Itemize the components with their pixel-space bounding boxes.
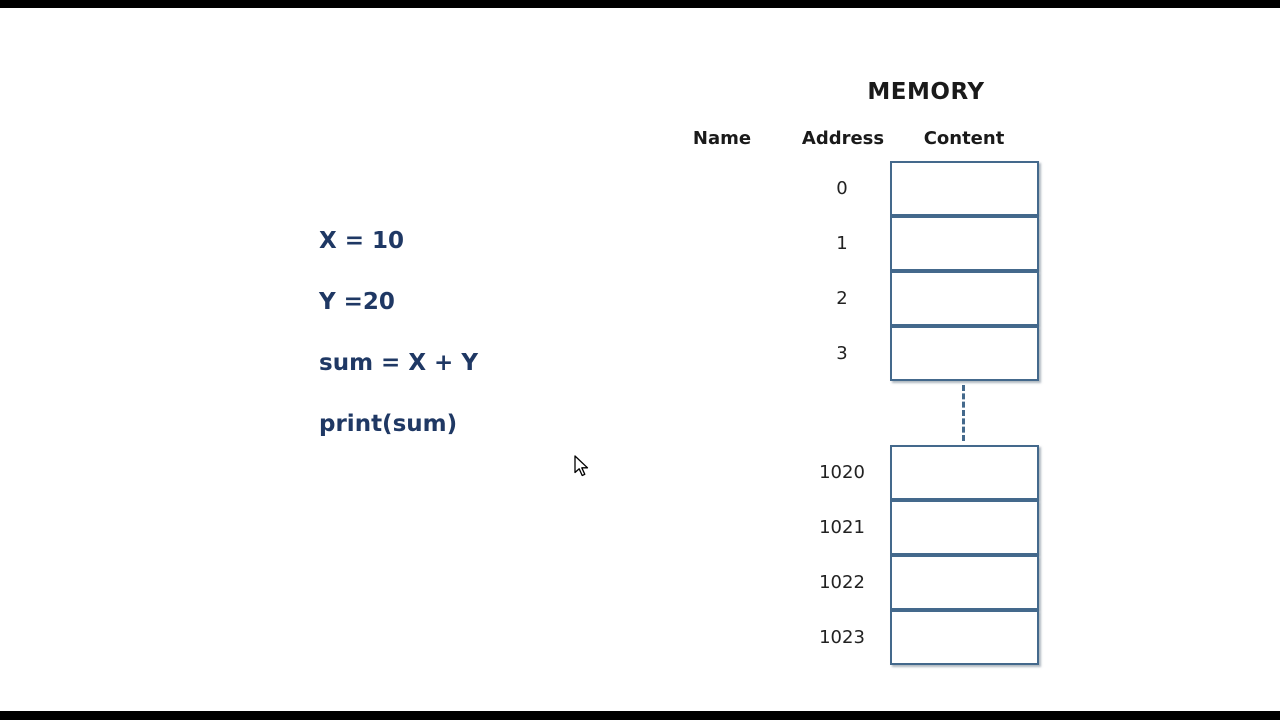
memory-rows-bottom: 1020 1021 1022 1023 [800,445,1045,665]
column-header-address: Address [801,128,885,149]
memory-cell [890,271,1039,326]
address-label: 2 [836,288,848,309]
address-label: 1 [836,233,848,254]
letterbox-top [0,0,1280,8]
memory-cell [890,161,1039,216]
address-label: 1021 [819,517,865,538]
address-label: 1022 [819,572,865,593]
memory-title: MEMORY [867,79,985,105]
memory-row: 2 [800,271,1045,326]
mouse-cursor-icon [574,455,592,479]
memory-row: 0 [800,161,1045,216]
memory-cell [890,610,1039,665]
memory-cell [890,500,1039,555]
memory-cell [890,445,1039,500]
memory-rows-top: 0 1 2 3 [800,161,1045,381]
memory-row: 1021 [800,500,1045,555]
memory-row: 1022 [800,555,1045,610]
memory-gap-dashed-line [962,385,965,441]
memory-cell [890,216,1039,271]
address-label: 3 [836,343,848,364]
memory-column-headers: Name Address Content [0,128,1280,150]
address-label: 0 [836,178,848,199]
code-line-x-assignment: X = 10 [319,228,405,254]
letterbox-bottom [0,711,1280,720]
memory-row: 3 [800,326,1045,381]
memory-row: 1023 [800,610,1045,665]
column-header-content: Content [923,128,1005,149]
column-header-name: Name [692,128,752,149]
address-label: 1020 [819,462,865,483]
code-block: X = 10 Y =20 sum = X + Y print(sum) [319,230,478,474]
code-line-y-assignment: Y =20 [319,289,395,315]
code-line-sum-expression: sum = X + Y [319,350,478,376]
memory-cell [890,555,1039,610]
memory-row: 1 [800,216,1045,271]
code-line-print-statement: print(sum) [319,411,458,437]
address-label: 1023 [819,627,865,648]
memory-cell [890,326,1039,381]
memory-row: 1020 [800,445,1045,500]
